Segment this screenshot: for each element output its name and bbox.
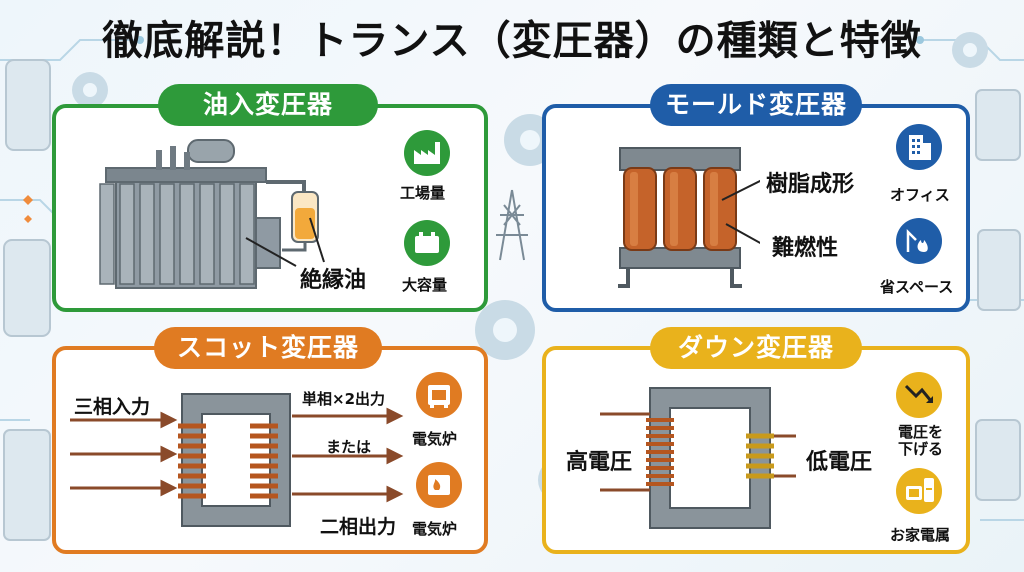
furnace-icon [416,372,462,418]
down-right-label: 低電圧 [806,450,873,475]
furnace-icon [416,462,462,508]
oil-badge-1: 工場量 [400,184,446,202]
down-badge-line-1: 電圧を [898,423,944,441]
oil-callout-label: 絶縁油 [300,268,367,293]
mold-badge-1: オフィス [890,186,950,204]
office-building-icon [896,124,942,170]
down-left-label: 高電圧 [566,450,633,475]
heading-down-transformer: ダウン変圧器 [650,327,862,369]
appliance-icon [896,468,942,514]
down-transformer-illustration [600,387,796,529]
down-badge-line-2: 下げる [898,440,944,458]
down-badge-1: 電圧を 下げる [898,424,943,458]
scott-transformer-illustration [70,393,404,527]
scott-output-label-1: 単相×2出力 [302,390,386,408]
battery-icon [404,220,450,266]
scott-or-label: または [326,438,372,456]
mold-callout-1: 樹脂成形 [766,172,855,197]
scott-input-label: 三相入力 [74,396,151,418]
mold-callout-2: 難燃性 [772,236,839,261]
down-arrow-icon [896,372,942,418]
heading-mold-transformer: モールド変圧器 [650,84,862,126]
down-badge-2: お家電属 [890,526,951,544]
scott-output-label-2: 二相出力 [320,516,397,538]
scott-badge-2: 電気炉 [412,520,458,538]
factory-icon [404,130,450,176]
mold-badge-2: 省スペース [880,278,954,296]
heading-oil-transformer: 油入変圧器 [158,84,378,126]
page-title: 徹底解説！トランス（変圧器）の種類と特徴 [102,18,922,64]
oil-transformer-illustration [99,139,325,289]
heading-scott-transformer: スコット変圧器 [154,327,382,369]
scott-badge-1: 電気炉 [412,430,458,448]
mold-transformer-illustration [618,147,760,288]
fire-icon [896,218,942,264]
oil-badge-2: 大容量 [402,276,448,294]
